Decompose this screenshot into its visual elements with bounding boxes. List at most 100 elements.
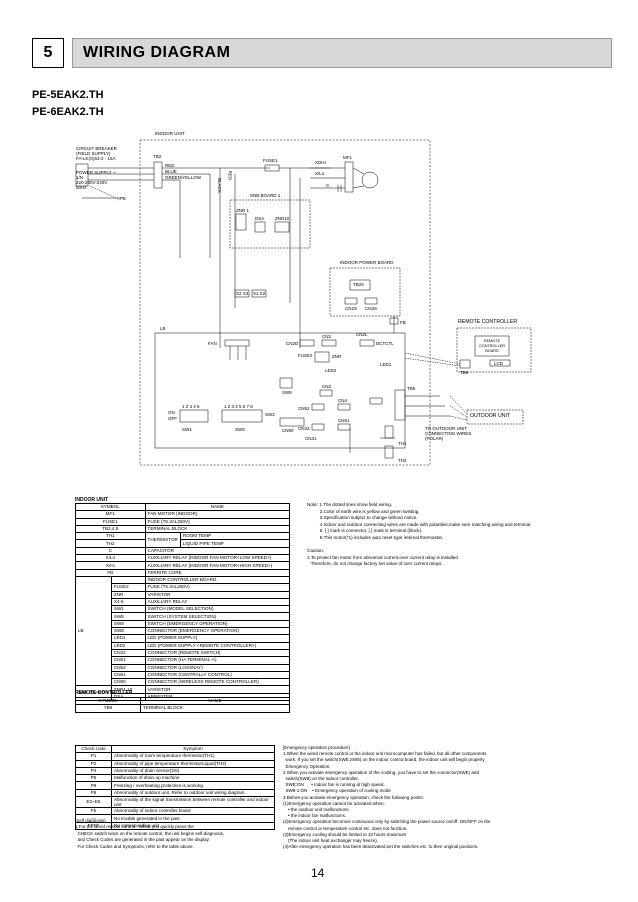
- note-line: Note: 1.The dotted lines show field wiri…: [307, 502, 393, 507]
- symbol-cell: CN61: [110, 670, 146, 680]
- power-frequency: 50Hz: [76, 185, 87, 190]
- model-name: PE-5EAK2.TH: [32, 89, 104, 101]
- symbol-cell: CN52: [110, 663, 146, 672]
- emergency-line: (1)Emergency operation cannot be activat…: [283, 800, 385, 806]
- self-diag-line: and Check Codes are generated in the pas…: [75, 837, 210, 843]
- indoor-unit-label: INDOOR UNIT: [155, 131, 185, 136]
- name-cell: CONNECTOR (CENTRALLY CONTROL): [144, 670, 291, 680]
- symptom-cell: Freezing / overheating protection is wor…: [111, 781, 275, 790]
- emergency-line: Emergency Operation.: [283, 763, 331, 769]
- wire-black-label: BLACK: [216, 178, 222, 193]
- symbol-cell: TB6: [75, 704, 141, 713]
- cn52-label: CN52: [298, 406, 310, 411]
- snb-board-label: SNB BOARD 1: [250, 193, 281, 198]
- xdhi-label: XDHI: [315, 160, 326, 165]
- legend-remote-title: REMOTE CONTROLLER: [75, 690, 133, 696]
- emergency-line: (3)Emergency cooling should be limited t…: [283, 831, 407, 837]
- symbol-cell: SW5: [110, 612, 146, 621]
- emergency-line: SWE:ON • Indoor fan is running at high s…: [283, 782, 385, 788]
- lb-group-cell: LB: [75, 575, 112, 687]
- symbol-cell: CN51: [110, 656, 146, 665]
- pe-label: PE: [120, 196, 127, 201]
- self-diag-line: [Self diagnosis]: [75, 818, 106, 823]
- wiring-diagram: INDOOR UNIT CIRCUIT BREAKER (FIELD SUPPL…: [60, 128, 580, 478]
- name-cell: FERRITE CORE: [144, 568, 291, 577]
- tb5-label: TB5: [407, 386, 416, 391]
- cn90-label: CN90: [282, 428, 294, 433]
- name-cell: FUSE (T6.3AL250V): [144, 517, 291, 526]
- note-line: 4.Indoor and outdoor connecting wires ar…: [307, 521, 532, 527]
- code-cell: P4: [75, 766, 112, 776]
- table-row: LB INDOOR CONTROLLER BOARD.: [75, 575, 291, 687]
- symbol-cell: TH1: [75, 532, 146, 541]
- emergency-line: switch(SW8) on the indoor controller.: [283, 776, 360, 782]
- note-line: 2.Color of earth wire is yellow and gree…: [307, 508, 420, 514]
- symptom-cell: Abnormality of the signal transmission b…: [111, 796, 275, 809]
- header-name: NAME: [144, 502, 291, 512]
- name-cell: AUXILIARY RELAY (INDOOR FAN MOTOR<LOW SP…: [144, 554, 291, 563]
- symptom-cell: Malfunction of drain-up machine: [111, 774, 275, 783]
- breaker-rating: FA-LK(S)63-2 · 16A: [76, 156, 116, 161]
- page-number: 14: [311, 866, 325, 880]
- symptom-cell: Abnormality of drain sensor(DS): [111, 766, 275, 776]
- rc-board-label: REMOTE CONTROLLER BOARD: [479, 339, 505, 353]
- relay-x1-label: X1 X2: [253, 291, 266, 296]
- symptom-cell: No corresponding unit: [111, 821, 275, 830]
- outdoor-wires-label: TO OUTDOOR UNIT CONNECTING WIRES (POLAR): [425, 426, 472, 441]
- symbol-cell: TB2,4,5: [75, 524, 146, 534]
- code-cell: E0~E5: [75, 796, 112, 809]
- note-line: Therefore, do not change factory set val…: [307, 561, 443, 567]
- cn2l-label: CN2L: [356, 332, 368, 337]
- sw-off-label: OFF: [168, 416, 177, 421]
- header-name: NAME: [140, 696, 290, 706]
- symbol-cell: C: [75, 546, 146, 556]
- emergency-line: 3.Before you activate emergency operatio…: [283, 794, 424, 800]
- wire-green-yellow-label: GREEN/YELLOW: [165, 175, 202, 180]
- symbol-cell: [110, 575, 146, 585]
- znr10-label: ZNR10: [275, 216, 290, 221]
- header-check-code: Check code: [75, 744, 112, 754]
- sw1-numbers: 1 2 3 4 5: [182, 404, 200, 409]
- name-cell: CONNECTOR (HA TERMINAL-A): [144, 656, 291, 665]
- section-number: 5: [32, 38, 64, 68]
- symbol-cell: LED2: [110, 641, 146, 650]
- wire-red-label: RED: [165, 163, 175, 168]
- name-cell: VARISTOR: [144, 590, 291, 599]
- symbol-cell: FB: [75, 568, 146, 577]
- circuit-breaker-label: CIRCUIT BREAKER: [76, 146, 117, 151]
- sw8-label: SW8: [282, 390, 292, 395]
- emergency-line: remote control or temperature control et…: [283, 825, 408, 831]
- symbol-cell: SW8: [110, 619, 146, 629]
- name-cell: LED (POWER SUPPLY): [144, 634, 291, 643]
- name-cell: CONNECTOR (EMERGENCY OPERATION): [144, 627, 291, 636]
- name-cell: INDOOR CONTROLLER BOARD.: [144, 575, 291, 585]
- header-symptom: Symptom: [111, 744, 275, 754]
- wire-blue-label: BLUE: [165, 169, 177, 174]
- cn4-label: CN4: [338, 398, 348, 403]
- outdoor-unit-label: OUTDOOR UNIT: [470, 413, 511, 419]
- name-cell: VARISTOR: [144, 685, 291, 694]
- emergency-line: (The indoor unit heat exchanger may free…: [283, 838, 379, 844]
- tb6-label: TB6: [460, 370, 469, 375]
- name-cell: TERMINAL BLOCK: [144, 524, 291, 534]
- symptom-cell: Abnormality of room temperature thermist…: [111, 752, 275, 761]
- symptom-cell: Abnormality of pipe temperature thermist…: [111, 759, 275, 768]
- model-list: PE-5EAK2.TH PE-6EAK2.TH: [32, 87, 104, 121]
- wiring-svg: [75, 139, 532, 466]
- sw-on-label: ON: [168, 410, 175, 415]
- name-cell: SWITCH (SYSTEM SELECTION): [144, 612, 291, 621]
- th2-label: TH2: [398, 458, 407, 463]
- name-cell: CONNECTOR (LOSSNAY): [144, 663, 291, 672]
- led2-label: LED2: [325, 368, 337, 373]
- note-line: [307, 542, 587, 549]
- code-cell: P5: [75, 774, 112, 783]
